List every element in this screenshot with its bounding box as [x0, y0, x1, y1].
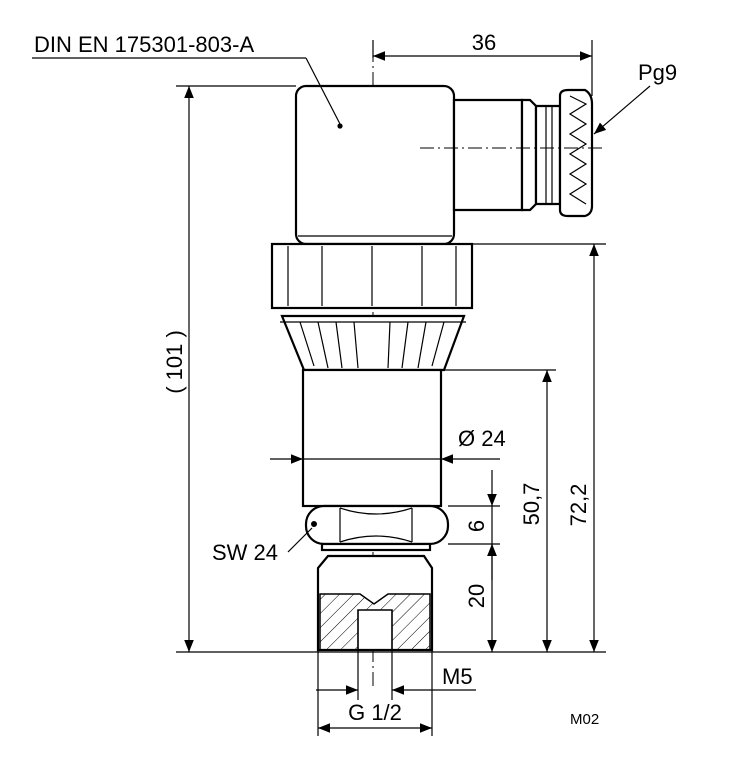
conical-grip	[280, 314, 466, 372]
drawing-id: M02	[570, 711, 599, 728]
connector-housing	[294, 84, 606, 246]
label-total-height: ( 101 )	[162, 330, 187, 394]
hex-nut	[304, 504, 450, 552]
process-connection	[316, 554, 434, 652]
sensor-body	[301, 368, 443, 508]
label-wrench-size: SW 24	[212, 540, 278, 565]
housing-marker-dot	[337, 123, 343, 129]
label-thread-small: M5	[442, 664, 473, 689]
label-standard: DIN EN 175301-803-A	[34, 32, 254, 57]
label-thread-main: G 1/2	[348, 700, 402, 725]
wrench-marker-dot	[311, 521, 317, 527]
label-dim-72-2: 72,2	[566, 484, 591, 527]
label-dim-50-7: 50,7	[519, 483, 544, 526]
label-dim-6: 6	[464, 520, 489, 532]
label-width-top: 36	[472, 30, 496, 55]
label-dim-20: 20	[464, 584, 489, 608]
label-diameter: Ø 24	[458, 426, 506, 451]
label-cable-gland: Pg9	[638, 60, 677, 85]
union-nut	[270, 242, 474, 310]
